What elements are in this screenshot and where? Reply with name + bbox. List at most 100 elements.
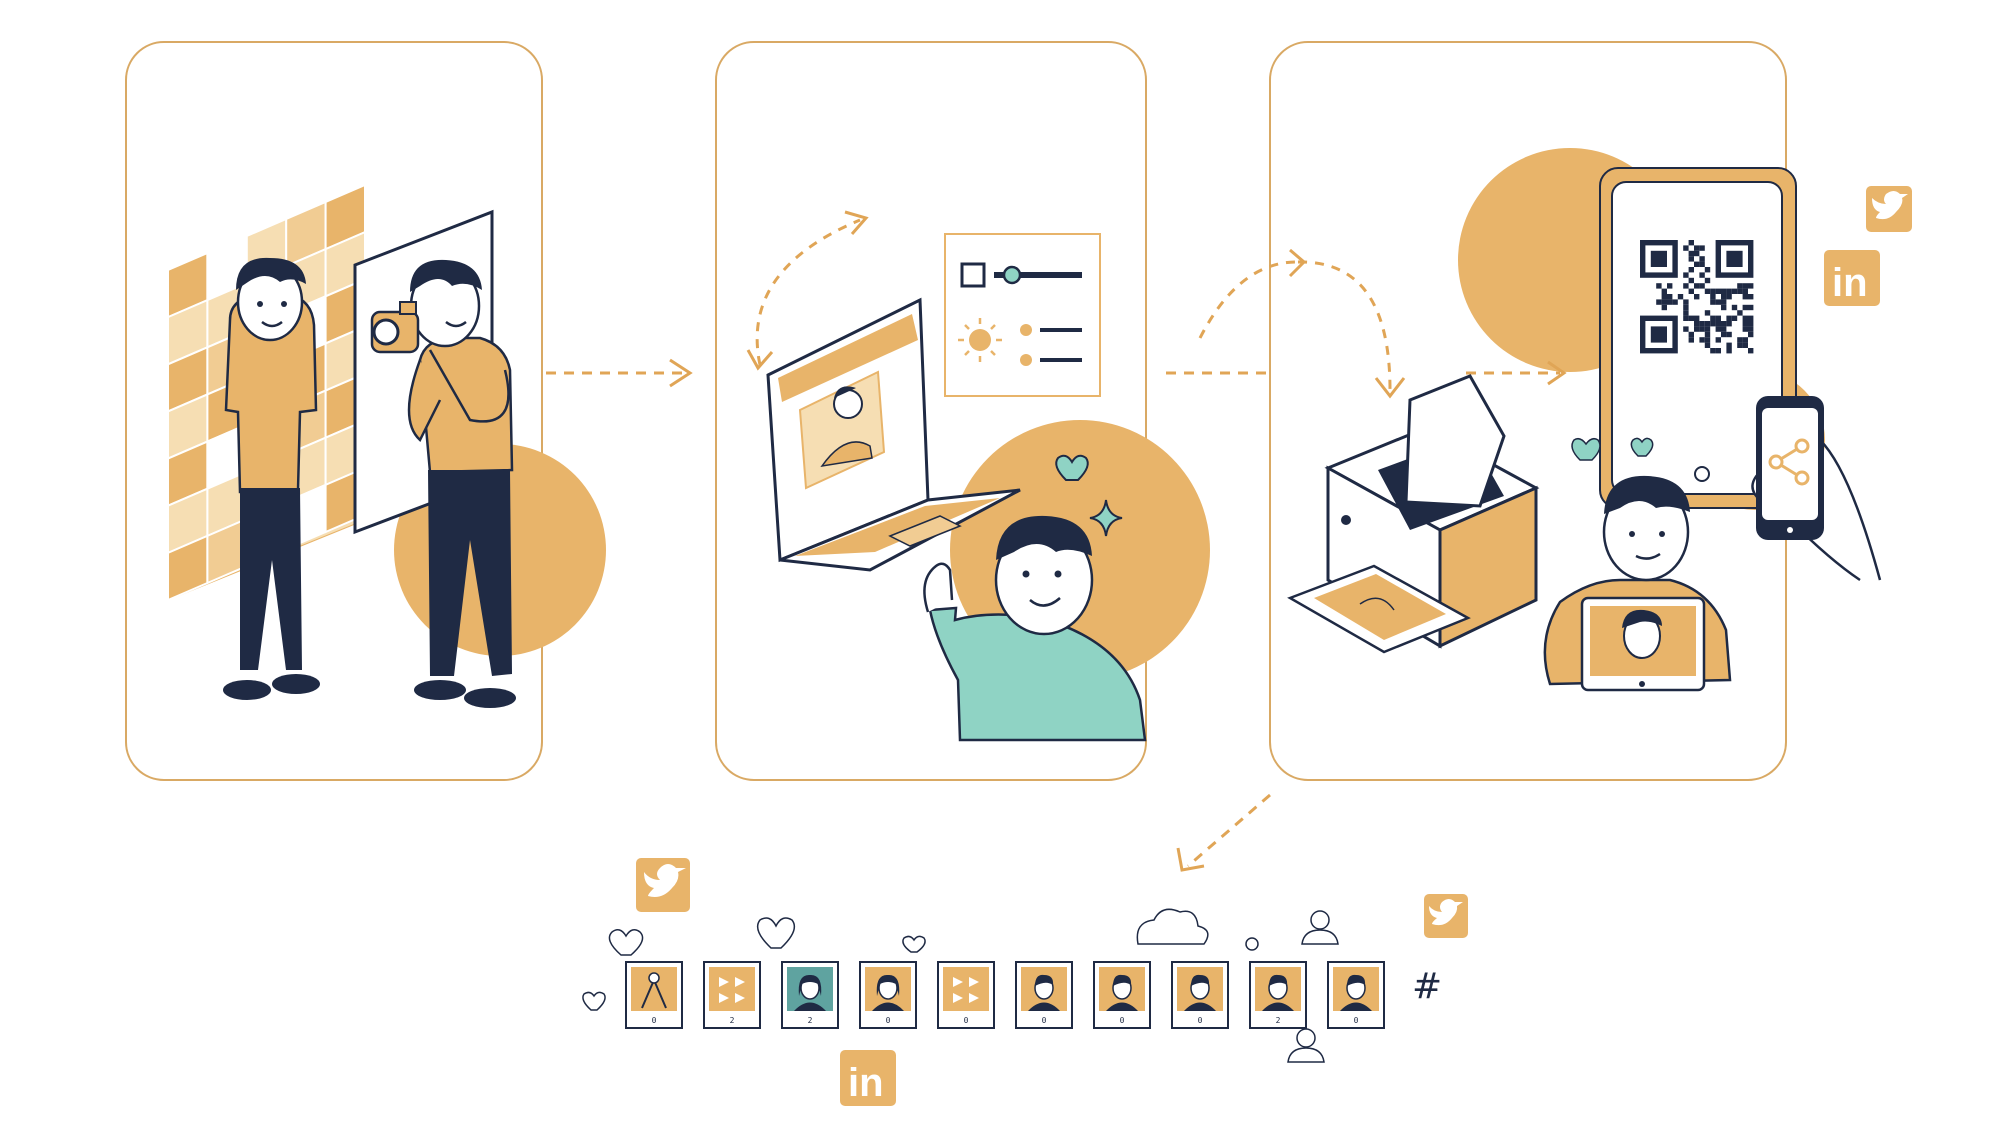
pattern-shape (953, 993, 963, 1003)
polaroid-photo[interactable]: 2 (1249, 961, 1307, 1029)
qr-module (1704, 310, 1711, 316)
panel-capture (125, 41, 606, 781)
printer-icon (1287, 374, 1540, 654)
qr-module (1683, 299, 1689, 305)
qr-module (1704, 321, 1711, 327)
polaroid-image (709, 967, 755, 1011)
portrait-hair (1035, 974, 1054, 986)
qr-module (1704, 267, 1711, 273)
user-icon (1301, 910, 1339, 945)
qr-module (1748, 294, 1754, 300)
pattern-shape (719, 993, 729, 1003)
phone-share-icon (1751, 396, 1882, 582)
linkedin-badge: in (840, 1050, 896, 1106)
qr-module (1715, 299, 1721, 305)
qr-module (1737, 342, 1743, 348)
polaroid-mark: 0 (1198, 1016, 1203, 1025)
portrait-hair (1191, 974, 1210, 986)
qr-module (1742, 337, 1748, 343)
polaroid-photo[interactable]: 2 (781, 961, 839, 1029)
polaroid-photo[interactable]: 0 (1327, 961, 1385, 1029)
portrait-hair (876, 974, 900, 996)
qr-module (1704, 342, 1711, 348)
abstract-figure-icon (641, 972, 667, 1009)
polaroid-mark: 2 (1276, 1016, 1281, 1025)
qr-module (1704, 331, 1711, 338)
polaroid-photo[interactable]: 0 (1015, 961, 1073, 1029)
pattern-shape (969, 993, 979, 1003)
polaroid-photo[interactable]: 0 (625, 961, 683, 1029)
heart-icon (582, 991, 606, 1011)
portrait-shoulders (1106, 1002, 1138, 1011)
pattern-shape (953, 977, 963, 987)
qr-module (1683, 310, 1689, 316)
qr-module (1737, 283, 1743, 289)
polaroid-photo[interactable]: 2 (703, 961, 761, 1029)
user-icon (1287, 1028, 1325, 1063)
qr-module (1661, 288, 1667, 294)
qr-module (1694, 315, 1700, 321)
qr-module (1726, 321, 1732, 327)
qr-module (1742, 283, 1748, 289)
qr-module (1742, 304, 1748, 311)
qr-code-icon (1599, 167, 1797, 509)
linkedin-icon: in (848, 1061, 884, 1105)
polaroid-photo[interactable]: 0 (1093, 961, 1151, 1029)
polaroid-photo[interactable]: 0 (859, 961, 917, 1029)
qr-module (1721, 326, 1727, 332)
heart-icon (1630, 437, 1654, 457)
qr-module (1688, 288, 1694, 294)
qr-module (1699, 326, 1705, 332)
laptop-icon (766, 297, 1021, 572)
qr-module (1726, 342, 1732, 348)
man-portrait-icon (1106, 974, 1138, 1011)
qr-module (1699, 256, 1705, 262)
linkedin-icon: in (1832, 261, 1868, 305)
twitter-icon (1872, 191, 1908, 220)
pattern-shape (969, 977, 979, 987)
polaroid-mark: 2 (808, 1016, 813, 1025)
qr-module (1656, 283, 1662, 289)
qr-module (1694, 326, 1700, 332)
portrait-shoulders (794, 1002, 826, 1011)
man-portrait-icon (1340, 974, 1372, 1011)
qr-module (1683, 245, 1689, 251)
qr-finder-core (1650, 326, 1667, 343)
twitter-badge (1866, 186, 1912, 232)
qr-module (1688, 256, 1694, 262)
qr-module (1694, 245, 1700, 251)
portrait-shoulders (1262, 1002, 1294, 1011)
qr-module (1731, 288, 1738, 294)
qr-module (1748, 348, 1754, 354)
qr-module (1683, 315, 1689, 321)
qr-module (1737, 310, 1743, 316)
polaroid-photo[interactable]: 0 (937, 961, 995, 1029)
qr-module (1742, 294, 1748, 300)
qr-module (1688, 337, 1694, 343)
qr-module (1672, 299, 1678, 305)
man-portrait-icon (1028, 974, 1060, 1011)
heart-icon (902, 935, 926, 953)
person-icon (223, 257, 320, 700)
pattern-icon (719, 977, 745, 1003)
polaroid-photo[interactable]: 0 (1171, 961, 1229, 1029)
flow-arrow-3 (1176, 793, 1271, 872)
cloud-icon (1136, 908, 1209, 945)
polaroid-mark: 0 (1042, 1016, 1047, 1025)
portrait-hair (798, 974, 822, 996)
qr-module (1683, 304, 1689, 311)
qr-module (1715, 348, 1721, 354)
polaroid-mark: 2 (730, 1016, 735, 1025)
abstract-head (648, 972, 660, 984)
qr-module (1742, 288, 1748, 294)
qr-module (1715, 288, 1721, 294)
qr-module (1731, 315, 1738, 321)
waving-person-icon (923, 515, 1147, 742)
qr-module (1661, 299, 1667, 305)
woman-portrait-icon (794, 974, 826, 1011)
pattern-shape (735, 993, 745, 1003)
portrait-shoulders (872, 1002, 904, 1011)
photographer-icon (370, 259, 516, 708)
